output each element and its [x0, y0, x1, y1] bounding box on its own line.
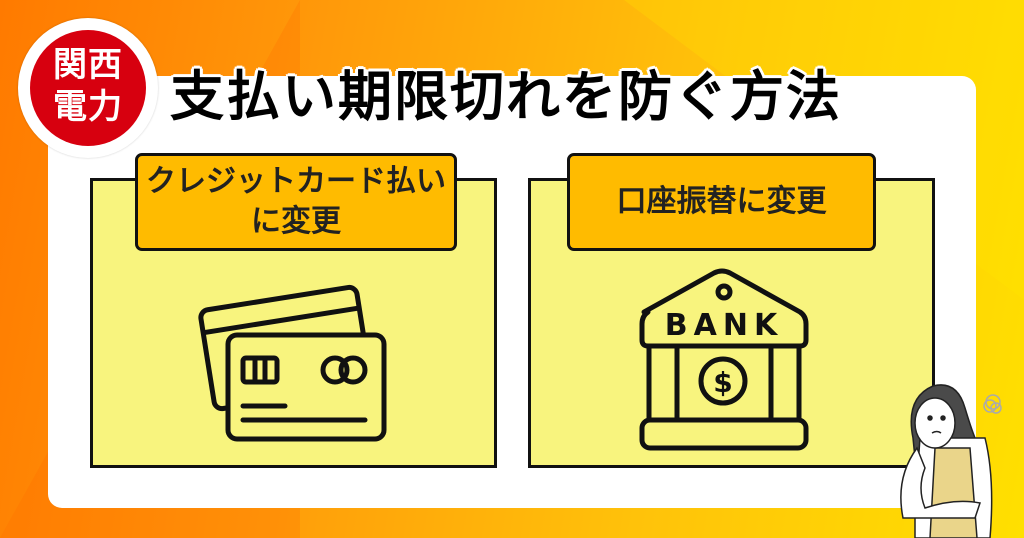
credit-card-method-label: クレジットカード払いに変更 — [135, 153, 457, 251]
bank-icon: BANK $ — [639, 268, 809, 451]
kansai-electric-logo: 関西 電力 — [18, 18, 158, 158]
label-text: 口座振替に変更 — [616, 184, 827, 219]
bank-icon-text: BANK — [665, 308, 783, 343]
bank-transfer-method-label: 口座振替に変更 — [567, 153, 876, 251]
worried-woman-illustration — [900, 384, 1002, 538]
logo-text-line1: 関西 — [53, 45, 123, 85]
label-line1: クレジットカード払い — [146, 164, 446, 199]
logo-text-line2: 電力 — [53, 87, 123, 127]
credit-card-icon — [198, 284, 387, 442]
page-title: 支払い期限切れを防ぐ方法 — [170, 65, 842, 128]
dollar-symbol: $ — [713, 366, 732, 399]
label-line2: に変更 — [251, 204, 341, 239]
